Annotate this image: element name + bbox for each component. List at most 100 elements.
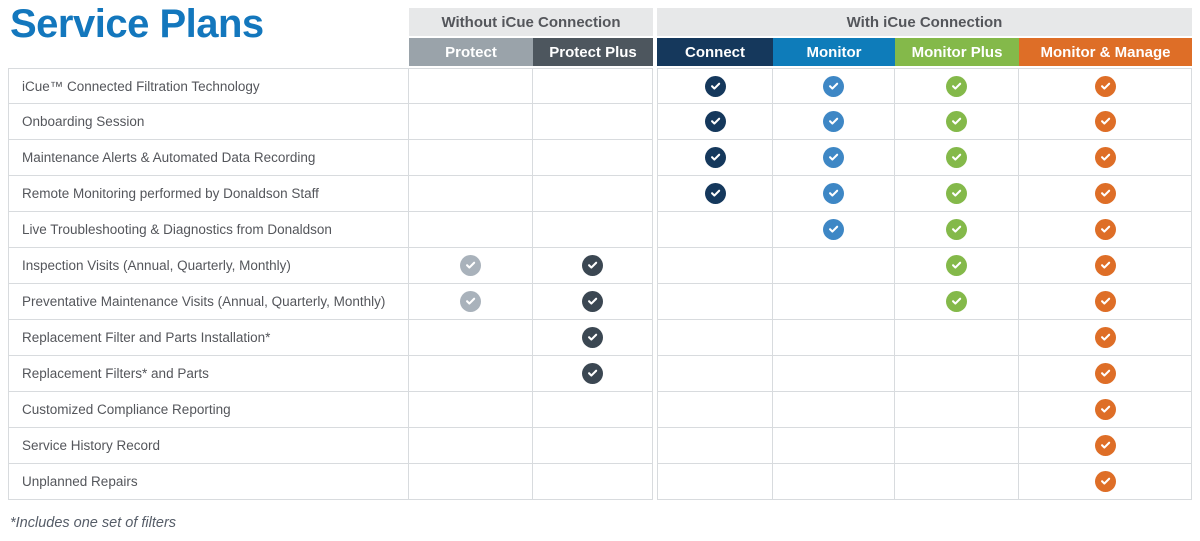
table-row: Inspection Visits (Annual, Quarterly, Mo… — [8, 248, 1192, 284]
check-icon-connect — [704, 111, 726, 132]
cell-monitor — [773, 464, 895, 500]
check-icon-monitor-manage — [1094, 435, 1116, 456]
check-glyph — [466, 261, 476, 269]
cell-monitor-plus — [895, 464, 1019, 500]
cell-monitor — [773, 68, 895, 104]
cell-connect — [657, 248, 773, 284]
check-icon-monitor-plus — [946, 255, 967, 276]
check-glyph — [1100, 297, 1110, 305]
table-row: iCue™ Connected Filtration Technology — [8, 68, 1192, 104]
cell-protect — [409, 428, 533, 464]
cell-protect-plus — [533, 356, 653, 392]
check-icon-monitor-manage — [1094, 219, 1116, 240]
table-row: Replacement Filters* and Parts — [8, 356, 1192, 392]
check-icon-monitor-plus — [946, 291, 967, 312]
cell-protect — [409, 356, 533, 392]
check-glyph — [829, 189, 839, 197]
cell-monitor-manage — [1019, 356, 1192, 392]
check-icon-monitor-plus — [946, 219, 967, 240]
feature-label: Unplanned Repairs — [8, 464, 409, 500]
check-glyph — [829, 82, 839, 90]
cell-protect-plus — [533, 320, 653, 356]
table-row: Replacement Filter and Parts Installatio… — [8, 320, 1192, 356]
cell-protect-plus — [533, 176, 653, 212]
check-glyph — [710, 82, 720, 90]
check-icon-monitor-manage — [1094, 291, 1116, 312]
check-icon-connect — [704, 147, 726, 168]
check-icon-monitor-manage — [1094, 183, 1116, 204]
plan-header-monitor: Monitor — [773, 38, 895, 66]
footnote: *Includes one set of filters — [10, 515, 177, 531]
feature-label: iCue™ Connected Filtration Technology — [8, 68, 409, 104]
cell-protect-plus — [533, 428, 653, 464]
check-icon-monitor-plus — [946, 75, 967, 97]
check-icon-monitor — [823, 147, 844, 168]
check-glyph — [1100, 189, 1110, 197]
check-glyph — [952, 153, 962, 161]
cell-protect — [409, 284, 533, 320]
cell-protect-plus — [533, 212, 653, 248]
cell-protect — [409, 320, 533, 356]
check-glyph — [1100, 369, 1110, 377]
plan-header-monitor-plus: Monitor Plus — [895, 38, 1019, 66]
table-row: Unplanned Repairs — [8, 464, 1192, 500]
cell-monitor-manage — [1019, 248, 1192, 284]
plan-header-connect: Connect — [657, 38, 773, 66]
cell-monitor — [773, 428, 895, 464]
cell-protect-plus — [533, 464, 653, 500]
feature-label: Inspection Visits (Annual, Quarterly, Mo… — [8, 248, 409, 284]
feature-label: Onboarding Session — [8, 104, 409, 140]
cell-monitor — [773, 320, 895, 356]
check-icon-monitor-manage — [1094, 255, 1116, 276]
check-glyph — [588, 333, 598, 341]
check-glyph — [952, 297, 962, 305]
cell-connect — [657, 68, 773, 104]
check-glyph — [710, 189, 720, 197]
check-icon-protect — [460, 291, 481, 312]
cell-protect-plus — [533, 68, 653, 104]
check-glyph — [829, 153, 839, 161]
cell-monitor — [773, 104, 895, 140]
cell-monitor-plus — [895, 428, 1019, 464]
cell-protect-plus — [533, 104, 653, 140]
table-row: Maintenance Alerts & Automated Data Reco… — [8, 140, 1192, 176]
feature-label: Service History Record — [8, 428, 409, 464]
cell-protect-plus — [533, 392, 653, 428]
cell-protect — [409, 212, 533, 248]
cell-monitor — [773, 284, 895, 320]
check-glyph — [952, 82, 962, 90]
cell-protect — [409, 392, 533, 428]
check-glyph — [710, 153, 720, 161]
cell-connect — [657, 284, 773, 320]
table-row: Onboarding Session — [8, 104, 1192, 140]
cell-monitor-plus — [895, 140, 1019, 176]
check-glyph — [829, 225, 839, 233]
cell-connect — [657, 356, 773, 392]
cell-protect-plus — [533, 248, 653, 284]
check-icon-protect-plus — [582, 255, 603, 276]
cell-monitor-manage — [1019, 392, 1192, 428]
check-icon-monitor-plus — [946, 183, 967, 204]
feature-label: Customized Compliance Reporting — [8, 392, 409, 428]
check-glyph — [1100, 117, 1110, 125]
check-icon-monitor — [823, 219, 844, 240]
check-icon-monitor-manage — [1094, 75, 1116, 97]
check-icon-connect — [704, 75, 726, 97]
cell-connect — [657, 176, 773, 212]
plan-feature-spacer — [8, 38, 409, 66]
cell-protect-plus — [533, 140, 653, 176]
cell-monitor-manage — [1019, 464, 1192, 500]
cell-connect — [657, 464, 773, 500]
cell-monitor-plus — [895, 104, 1019, 140]
group-header-with-icue: With iCue Connection — [657, 8, 1192, 36]
check-icon-monitor — [823, 111, 844, 132]
check-glyph — [952, 225, 962, 233]
check-icon-connect — [704, 183, 726, 204]
feature-label: Live Troubleshooting & Diagnostics from … — [8, 212, 409, 248]
table-row: Customized Compliance Reporting — [8, 392, 1192, 428]
cell-monitor-manage — [1019, 140, 1192, 176]
table-row: Remote Monitoring performed by Donaldson… — [8, 176, 1192, 212]
cell-monitor-plus — [895, 284, 1019, 320]
cell-monitor-manage — [1019, 320, 1192, 356]
cell-monitor-plus — [895, 356, 1019, 392]
